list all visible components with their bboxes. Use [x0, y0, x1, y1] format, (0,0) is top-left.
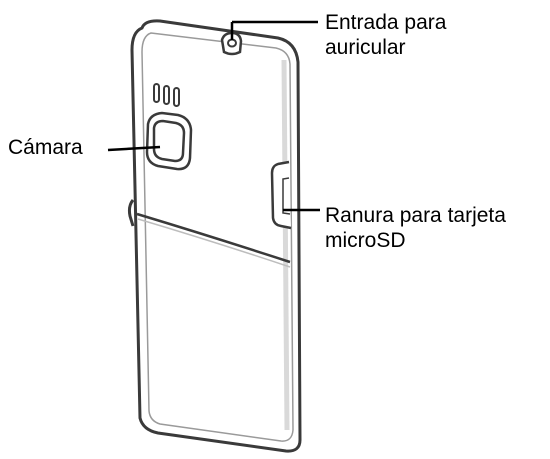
- microsd-slot-label-line2: microSD: [325, 228, 506, 253]
- earphone-jack-label-line2: auricular: [325, 35, 446, 60]
- side-shading: [284, 60, 287, 430]
- phone-body-outline: [132, 21, 300, 451]
- microsd-slot-label-line1: Ranura para tarjeta: [325, 203, 506, 228]
- side-key: [129, 200, 133, 226]
- camera-label: Cámara: [8, 135, 83, 160]
- earphone-jack-label: Entrada para auricular: [325, 10, 446, 60]
- camera-lens: [154, 121, 184, 161]
- earphone-jack-label-line1: Entrada para: [325, 10, 446, 35]
- microsd-slot: [272, 162, 291, 228]
- microsd-slot-label: Ranura para tarjeta microSD: [325, 203, 506, 253]
